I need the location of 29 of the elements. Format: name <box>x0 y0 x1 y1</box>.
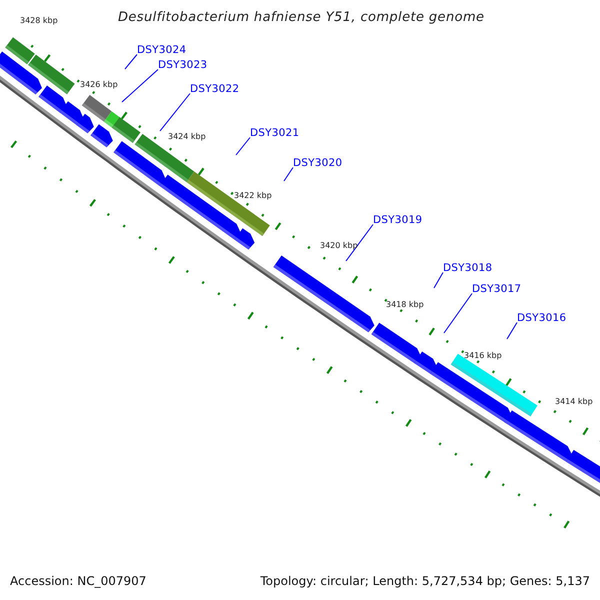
gene-label: DSY3022 <box>190 84 240 94</box>
diagram-title: Desulfitobacterium hafniense Y51, complete genome <box>118 11 484 24</box>
gene-label: DSY3018 <box>443 263 492 274</box>
position-label: 3414 kbp <box>555 398 593 406</box>
leader-line <box>124 54 138 70</box>
gene-label: DSY3017 <box>472 284 522 294</box>
gene-label: DSY3016 <box>517 313 566 324</box>
gene-label: DSY3019 <box>373 215 422 226</box>
leader-line <box>284 167 294 182</box>
position-label: 3418 kbp <box>386 301 424 309</box>
position-label: 3426 kbp <box>80 81 118 89</box>
leader-line <box>160 93 190 132</box>
gene-label: DSY3021 <box>250 128 300 138</box>
accession-text: Accession: NC_007907 <box>10 575 146 587</box>
leader-line <box>434 272 444 288</box>
position-label: 3428 kbp <box>20 17 58 25</box>
position-label: 3422 kbp <box>234 192 272 200</box>
gene-label: DSY3020 <box>293 158 342 168</box>
position-label: 3416 kbp <box>464 352 502 360</box>
leader-line <box>346 224 374 262</box>
leader-line <box>236 137 250 156</box>
position-label: 3420 kbp <box>320 242 358 250</box>
genome-summary-text: Topology: circular; Length: 5,727,534 bp; Genes: 5,137 <box>260 575 590 587</box>
position-label: 3424 kbp <box>168 133 206 141</box>
leader-line <box>506 322 518 340</box>
gene-label: DSY3024 <box>137 45 186 56</box>
gene-label: DSY3023 <box>158 60 208 70</box>
leader-line <box>444 293 472 334</box>
leader-line <box>122 69 158 102</box>
